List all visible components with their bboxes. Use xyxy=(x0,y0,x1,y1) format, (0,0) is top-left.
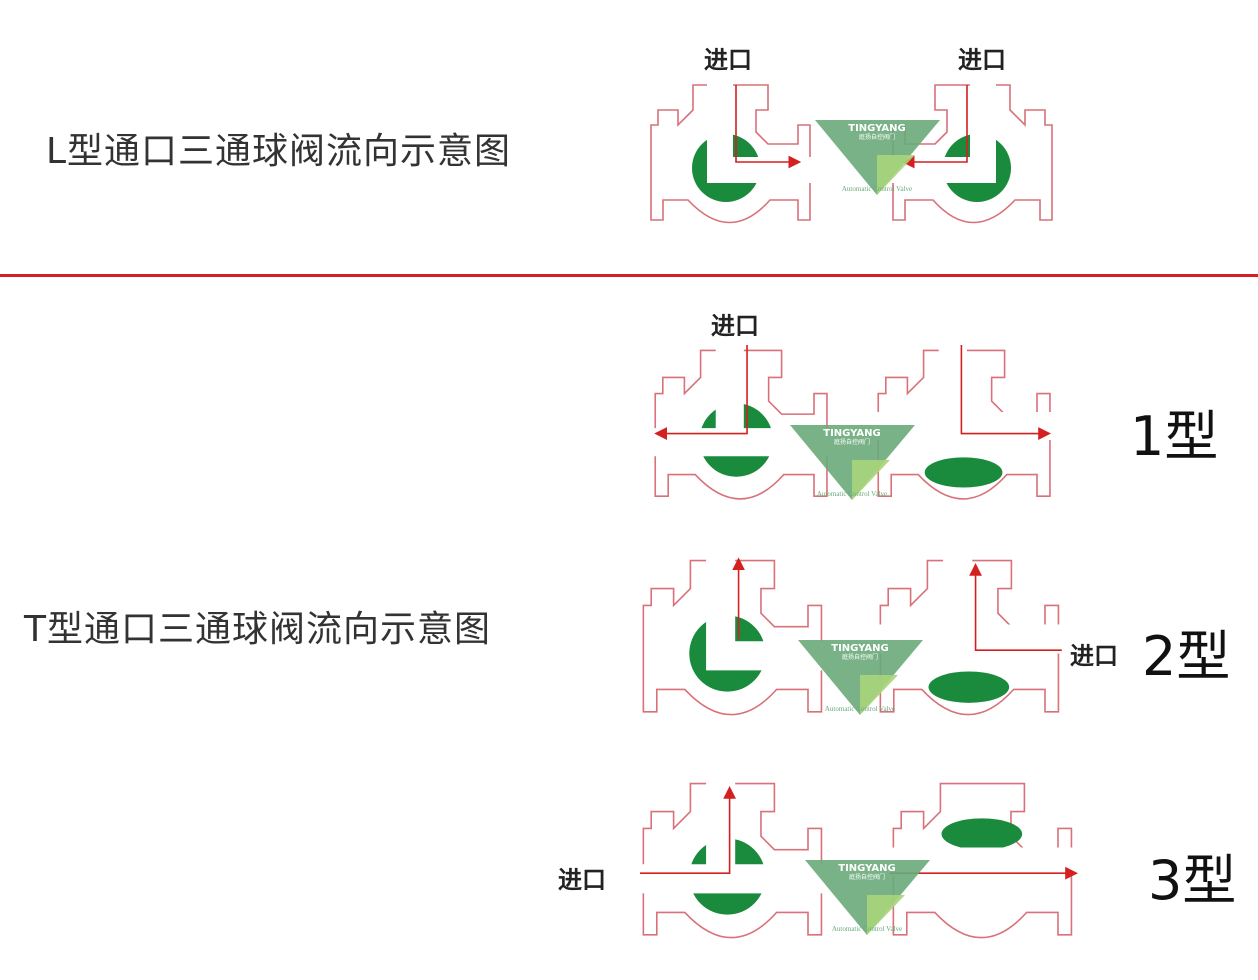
logo-brand-cn: 庭扬自控阀门 xyxy=(842,653,878,661)
valve-7 xyxy=(640,778,825,939)
flow-arrow xyxy=(960,345,1052,440)
logo-brand: TINGYANG xyxy=(823,428,881,439)
logo-tagline: Automatic Control Valve xyxy=(825,705,895,713)
flow-arrow xyxy=(654,345,748,440)
valve-6 xyxy=(877,555,1062,716)
t-type-title: T型通口三通球阀流向示意图 xyxy=(24,609,491,650)
inlet-label: 进口 xyxy=(704,46,752,74)
valve-3 xyxy=(652,345,831,500)
type-3-label: 3型 xyxy=(1148,849,1237,912)
valve-1 xyxy=(650,80,813,224)
ball xyxy=(924,457,1003,488)
flow-channel xyxy=(706,555,825,671)
logo-brand: TINGYANG xyxy=(831,643,889,654)
valve-2 xyxy=(890,80,1053,224)
logo-tagline: Automatic Control Valve xyxy=(832,925,902,933)
logo-brand: TINGYANG xyxy=(838,863,896,874)
section-divider xyxy=(0,274,1258,277)
inlet-label: 进口 xyxy=(558,866,606,894)
inlet-label: 进口 xyxy=(711,312,759,340)
flow-arrow xyxy=(640,786,736,874)
flow-channel xyxy=(890,80,996,183)
ball xyxy=(941,818,1023,850)
logo-accent xyxy=(852,460,890,500)
logo-accent xyxy=(877,155,915,195)
logo-brand-cn: 庭扬自控阀门 xyxy=(849,873,885,881)
flow-arrow xyxy=(735,85,802,169)
flow-channel xyxy=(707,80,813,183)
ball xyxy=(928,671,1010,703)
flow-arrow xyxy=(901,85,968,169)
valve-4 xyxy=(875,345,1054,500)
logo-brand: TINGYANG xyxy=(848,123,906,134)
logo-accent xyxy=(867,895,905,935)
valve-5 xyxy=(642,555,825,716)
logo-accent xyxy=(860,675,898,715)
type-1-label: 1型 xyxy=(1130,405,1219,468)
flow-channel xyxy=(877,555,1062,654)
logo-brand-cn: 庭扬自控阀门 xyxy=(859,133,895,141)
type-2-label: 2型 xyxy=(1142,625,1231,688)
logo-tagline: Automatic Control Valve xyxy=(842,185,912,193)
logo-tagline: Automatic Control Valve xyxy=(817,490,887,498)
inlet-label: 进口 xyxy=(958,46,1006,74)
logo-brand-cn: 庭扬自控阀门 xyxy=(834,438,870,446)
l-type-title: L型通口三通球阀流向示意图 xyxy=(46,131,512,172)
flow-channel xyxy=(640,778,825,894)
flow-arrow xyxy=(969,563,1062,651)
inlet-label: 进口 xyxy=(1070,642,1118,670)
